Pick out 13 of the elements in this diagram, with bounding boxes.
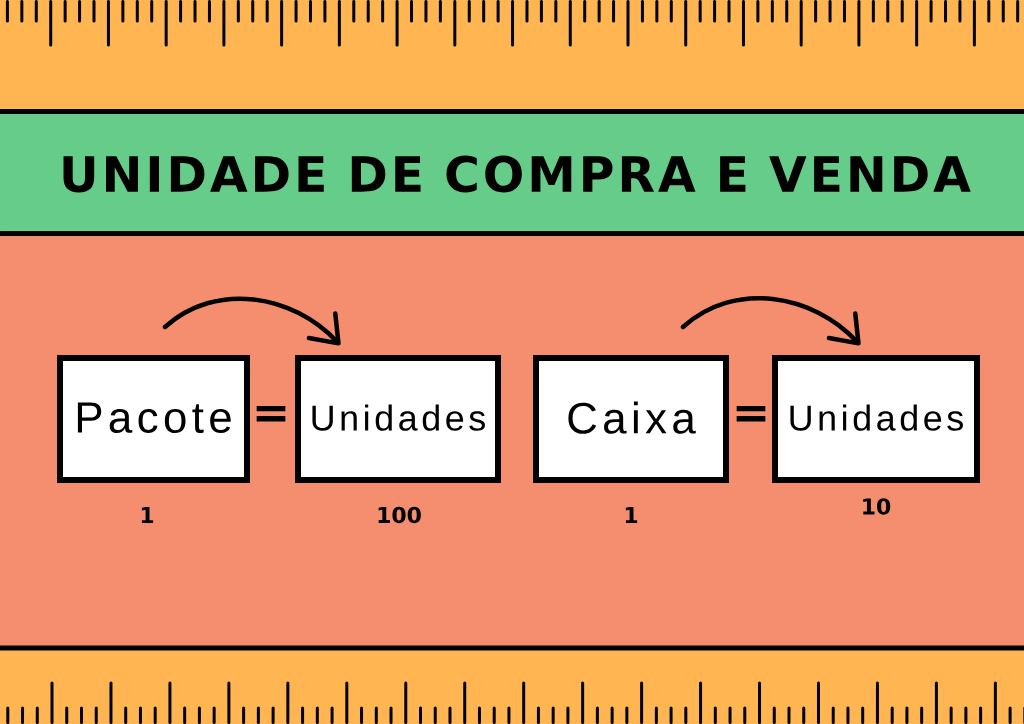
equals-sign: = [256, 405, 286, 422]
unit-box: Unidades [295, 355, 501, 483]
title: UNIDADE DE COMPRA E VENDA [63, 155, 971, 193]
equals-sign: = [736, 405, 766, 422]
quantity-label: 10 [863, 498, 891, 515]
curved-arrow [680, 296, 861, 346]
unit-box: Caixa [533, 355, 729, 483]
unit-box: Pacote [57, 355, 250, 483]
curved-arrow [162, 296, 341, 346]
quantity-label: 1 [625, 507, 638, 523]
unit-box: Unidades [772, 355, 980, 483]
quantity-label: 1 [141, 507, 154, 523]
quantity-label: 100 [378, 506, 421, 524]
